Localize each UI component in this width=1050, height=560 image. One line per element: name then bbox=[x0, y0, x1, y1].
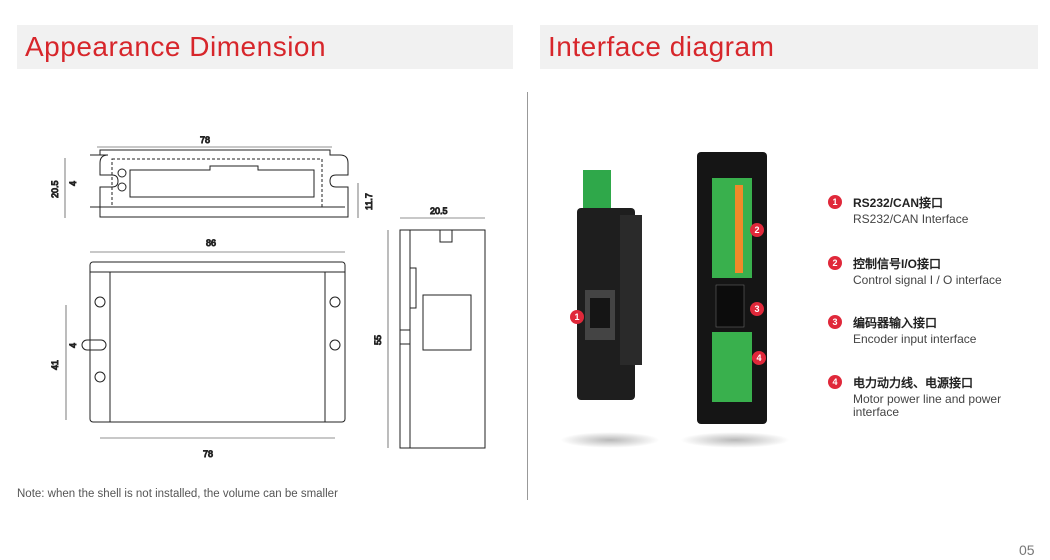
number-badge: 3 bbox=[828, 315, 842, 329]
dim-front-inner-width: 78 bbox=[203, 449, 213, 459]
dim-top-right: 11.7 bbox=[364, 193, 374, 210]
dim-front-height: 41 bbox=[50, 360, 60, 370]
interface-name-en: Encoder input interface bbox=[853, 332, 977, 346]
section-title: Appearance Dimension bbox=[25, 31, 327, 62]
section-title: Interface diagram bbox=[548, 31, 775, 62]
number-badge: 1 bbox=[828, 195, 842, 209]
dim-side-height: 55 bbox=[373, 335, 383, 345]
dim-front-slot: 4 bbox=[68, 343, 78, 348]
interface-name-en: RS232/CAN Interface bbox=[853, 212, 969, 226]
dim-side-width: 20.5 bbox=[430, 206, 448, 216]
dim-front-outer-width: 86 bbox=[206, 238, 216, 248]
top-view-drawing bbox=[64, 146, 359, 218]
interface-diagram-header: Interface diagram bbox=[540, 25, 1038, 69]
interface-name-cn: RS232/CAN接口 bbox=[853, 196, 944, 210]
photo-shadow bbox=[680, 432, 790, 448]
appearance-dimension-header: Appearance Dimension bbox=[17, 25, 513, 69]
number-badge: 2 bbox=[828, 256, 842, 270]
interface-name-cn: 电力动力线、电源接口 bbox=[853, 376, 974, 390]
interface-name-en: Motor power line and power interface bbox=[853, 392, 1002, 419]
dim-top-height: 20.5 bbox=[50, 180, 60, 198]
driver-side-photo bbox=[577, 170, 642, 400]
interface-name-cn: 编码器输入接口 bbox=[853, 316, 938, 330]
interface-name-cn: 控制信号I/O接口 bbox=[853, 257, 942, 271]
driver-front-photo bbox=[697, 152, 767, 424]
photo-shadow bbox=[560, 432, 660, 448]
dim-top-slot: 4 bbox=[68, 181, 78, 186]
front-view-drawing bbox=[65, 251, 346, 439]
side-view-drawing bbox=[387, 217, 486, 449]
number-badge: 4 bbox=[828, 375, 842, 389]
dim-top-width: 78 bbox=[200, 135, 210, 145]
interface-name-en: Control signal I / O interface bbox=[853, 273, 1002, 287]
footnote: Note: when the shell is not installed, t… bbox=[17, 488, 338, 500]
divider bbox=[527, 92, 528, 500]
page-number: 05 bbox=[1019, 542, 1035, 558]
